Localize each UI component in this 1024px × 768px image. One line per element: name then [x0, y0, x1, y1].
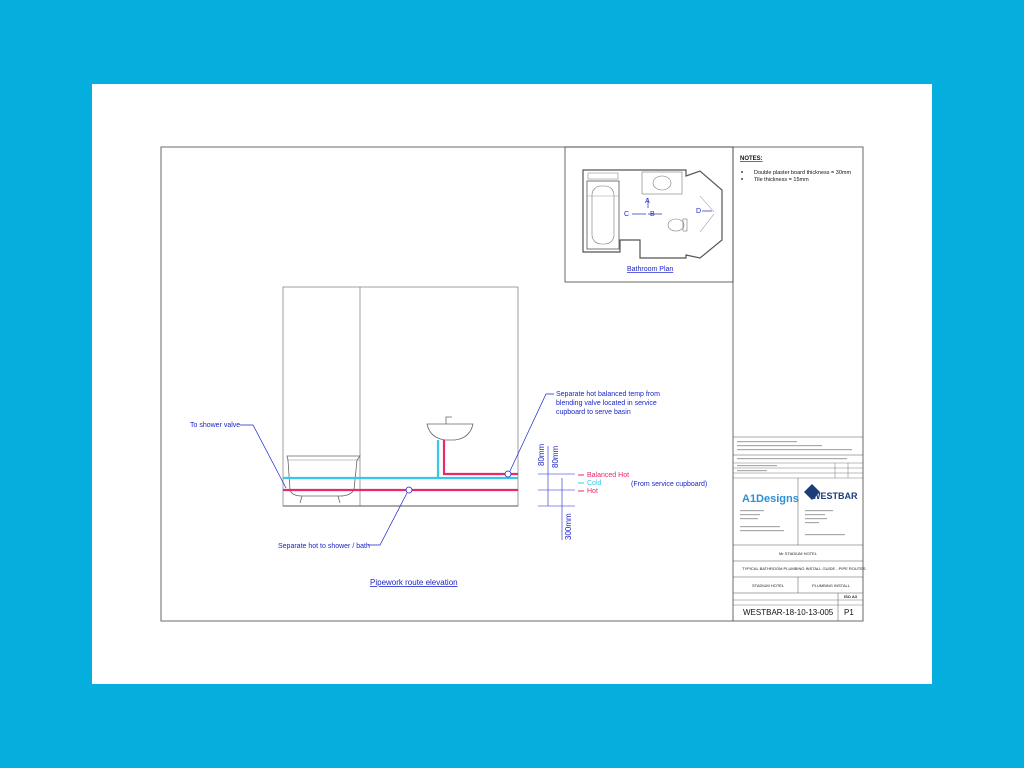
balanced-hot-pipe: [442, 440, 518, 476]
tb-address: [805, 534, 845, 536]
marker-d: D: [696, 208, 701, 215]
dimension-label: 80mm: [551, 445, 560, 468]
tb-fine-print: [737, 445, 822, 447]
tb-fine-print: [737, 458, 847, 460]
door-swing: [699, 195, 715, 213]
tb-fine-print: [737, 441, 797, 443]
tb-site: STADIUM HOTEL: [752, 583, 785, 588]
drawing-border: [160, 146, 864, 622]
tb-address: [805, 518, 827, 520]
callout-balanced-hot-line3: cupboard to serve basin: [556, 409, 631, 416]
plan-title: Bathroom Plan: [627, 266, 673, 273]
tb-discipline: PLUMBING INSTALL: [812, 583, 851, 588]
note-bullet: [741, 178, 743, 180]
basin-cabinet: [641, 171, 683, 195]
callout-leader: [368, 492, 408, 546]
callout-shower-bath: Separate hot to shower / bath: [278, 543, 370, 550]
legend-cold: Cold: [587, 480, 602, 487]
pipework-elevation: To shower valve Separate hot balanced te…: [190, 286, 707, 587]
tb-drawing-title: TYPICAL BATHROOM PLUMBING INSTALL GUIDE …: [742, 566, 866, 571]
tb-fine-print: [737, 465, 777, 467]
toilet-cistern: [682, 218, 688, 232]
callout-balanced-hot-line1: Separate hot balanced temp from: [556, 391, 660, 398]
tb-address: [740, 514, 760, 516]
bath-feet: [299, 495, 341, 504]
service-cupboard-label: (From service cupboard): [631, 481, 707, 488]
basin-bowl: [652, 175, 672, 191]
shower-screen: [587, 172, 619, 180]
tb-address: [805, 510, 833, 512]
westbar-logo: WESTBAR: [812, 491, 858, 501]
tb-revision: P1: [844, 608, 854, 617]
callout-leader: [509, 393, 554, 472]
tb-address: [740, 526, 780, 528]
callout-leader: [240, 424, 287, 489]
legend-balanced-hot: Balanced Hot: [587, 472, 629, 479]
tb-sheet-size: ISO A3: [844, 594, 858, 599]
marker-c: C: [624, 211, 629, 218]
blending-valve-marker: [504, 470, 512, 478]
legend-hot: Hot: [587, 488, 598, 495]
tb-address: [805, 522, 819, 524]
callout-balanced-hot-line2: blending valve located in service: [556, 400, 657, 407]
note-item: Tile thickness = 15mm: [754, 177, 809, 183]
notes-heading: NOTES:: [740, 156, 763, 162]
tb-address: [740, 518, 758, 520]
note-item: Double plaster board thickness = 30mm: [754, 170, 851, 176]
basin-tap: [445, 416, 452, 424]
drawing-sheet: [92, 84, 932, 684]
dimension-label: 80mm: [537, 443, 546, 466]
note-bullet: [741, 171, 743, 173]
bathroom-plan: A B C D Bathroom Plan: [564, 146, 734, 283]
tb-client: Mr STADIUM HOTEL: [779, 551, 818, 556]
tb-fine-print: [737, 470, 767, 472]
shower-hot-marker: [405, 486, 413, 494]
marker-a: A: [645, 198, 650, 205]
marker-b: B: [650, 211, 655, 218]
tb-address: [740, 510, 764, 512]
a1designs-logo: A1Designs: [742, 493, 799, 505]
plan-walls: [582, 169, 723, 259]
tb-drawing-number: WESTBAR-18-10-13-005: [743, 608, 834, 617]
plan-frame: [564, 146, 734, 283]
tb-address: [740, 530, 784, 532]
tb-fine-print: [737, 449, 852, 451]
basin-elevation: [426, 423, 474, 441]
bath-basin: [591, 185, 615, 245]
westbar-logo-mark: [804, 484, 820, 500]
elevation-title: Pipework route elevation: [370, 578, 458, 587]
title-block: A1Designs WESTBAR Mr STADIUM HOTEL TYPIC…: [733, 436, 866, 621]
dimension-label: 300mm: [564, 513, 573, 540]
callout-shower-valve: To shower valve: [190, 422, 240, 429]
tb-address: [805, 514, 825, 516]
door-swing: [699, 213, 715, 233]
toilet-bowl: [667, 218, 685, 232]
